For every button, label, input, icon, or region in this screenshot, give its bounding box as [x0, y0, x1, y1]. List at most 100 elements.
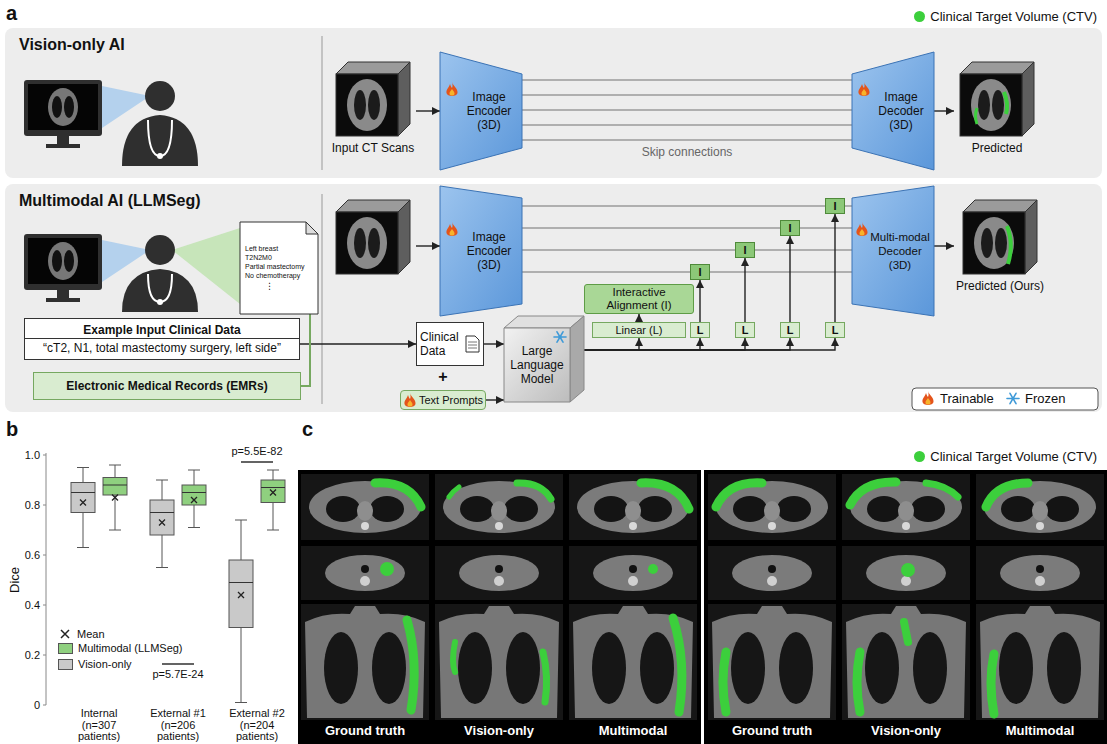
- connector: [300, 343, 416, 344]
- box-plot: [159, 520, 165, 526]
- figure-label: 0.4: [25, 599, 40, 611]
- ct-slices: [577, 481, 689, 533]
- clinician-icon: [148, 120, 172, 156]
- image-decoder: Image Decoder (3D): [852, 52, 934, 170]
- clinician-icon: [24, 80, 102, 136]
- text-area: Interactive Alignment (I): [591, 285, 687, 313]
- ct-volume-cube: [960, 74, 1022, 136]
- text-area: Linear (L): [593, 323, 685, 337]
- ct-slices: [435, 546, 563, 600]
- linear-layer: L: [825, 322, 845, 338]
- ct-slices: [372, 632, 406, 704]
- box-plot: [71, 492, 95, 493]
- text-area: Large Language Model: [506, 328, 568, 402]
- trainable-icon: [922, 391, 933, 405]
- ct-volume-cube: [981, 228, 993, 258]
- ct-slices: [901, 576, 911, 586]
- panel-background: [5, 184, 1102, 412]
- ct-slices: [325, 555, 405, 591]
- ct-slices: [1045, 496, 1079, 522]
- ct-slices: [764, 501, 780, 521]
- frozen-icon: [554, 336, 566, 338]
- text-area: Multi-modal Decoder (3D): [869, 186, 931, 316]
- ct-slices: [976, 474, 1104, 540]
- ct-volume-cube: [368, 90, 380, 120]
- ct-slices: [460, 496, 494, 522]
- clinician-icon: [57, 290, 69, 298]
- connector: [522, 249, 852, 251]
- connector: [522, 94, 852, 96]
- figure-label: 0.6: [25, 549, 40, 561]
- ct-slices: [301, 474, 429, 540]
- connector: [522, 205, 852, 207]
- ct-slices: [768, 522, 776, 530]
- connector: [584, 338, 745, 350]
- block-text: Large Language Model: [506, 344, 568, 386]
- document-icon: [466, 336, 479, 352]
- ct-slices: [324, 632, 358, 704]
- clinician-icon: [157, 299, 163, 305]
- ct-volume-cube: [1004, 92, 1007, 114]
- ct-slices: [716, 481, 828, 533]
- ct-slices: [708, 546, 836, 600]
- box-plot: [267, 470, 279, 471]
- ct-slices: [648, 564, 658, 574]
- ct-slices: [857, 652, 860, 712]
- ct-slices: [629, 565, 637, 573]
- block-text: L: [697, 323, 704, 337]
- trainable-icon: [922, 391, 933, 405]
- ct-slices: [439, 606, 559, 718]
- box-plot: [261, 487, 285, 488]
- connector: [789, 236, 790, 322]
- box-plot: [261, 470, 285, 530]
- ct-slices: [309, 481, 421, 533]
- connector: [699, 280, 700, 322]
- figure-label: Multimodal: [599, 723, 668, 738]
- text-area: L: [826, 323, 844, 337]
- ct-slices: [458, 632, 492, 704]
- box-plot: [182, 492, 206, 493]
- ct-slices: [976, 546, 1104, 600]
- clinician-icon: [52, 96, 62, 118]
- ct-slices: [708, 474, 836, 720]
- legend-swatch: [914, 451, 925, 462]
- image-panel: [298, 470, 1107, 744]
- figure-label: Ground truth: [325, 723, 405, 738]
- box-plot: [43, 705, 46, 706]
- ct-slices: [1000, 555, 1080, 591]
- medical-record-icon: Left breastT2N2M0Partial mastectomyNo ch…: [240, 222, 318, 314]
- llm-block-shape: [570, 316, 584, 402]
- ct-volume-cube: [336, 62, 410, 74]
- ct-volume-cube: [963, 200, 1037, 212]
- legend-text: Multimodal (LLMSeg): [78, 642, 183, 654]
- ct-slices: [439, 606, 559, 718]
- clinician-icon: [48, 88, 78, 126]
- legend-item: Vision-only: [58, 658, 132, 670]
- ct-slices: [904, 622, 908, 642]
- ct-slices: [777, 496, 811, 522]
- box-plot: [238, 592, 244, 598]
- box-plot: [43, 655, 46, 656]
- ct-slices: [357, 501, 373, 521]
- box-plot: [46, 453, 47, 705]
- block-text: Interactive Alignment (I): [591, 286, 687, 312]
- ct-volume-cube: [398, 200, 410, 274]
- ct-slices: [592, 632, 626, 704]
- ct-slices: [305, 606, 425, 718]
- ct-slices: [716, 483, 762, 507]
- text-area: I: [736, 243, 754, 257]
- connector: [522, 109, 852, 111]
- box-plot: [71, 468, 95, 548]
- text-area: Input CT Scans: [330, 138, 416, 158]
- ct-volume-cube: [1022, 62, 1034, 136]
- ct-slices: [999, 632, 1033, 704]
- box-plot: [43, 453, 285, 705]
- trainable-icon: [404, 393, 415, 407]
- block-text: L: [787, 323, 794, 337]
- ct-slices: [902, 522, 910, 530]
- ct-volume-cube: [960, 62, 1034, 136]
- box-plot: [229, 582, 253, 583]
- ct-slices: [913, 632, 947, 704]
- document-icon: [468, 342, 477, 343]
- ct-slices: [866, 555, 946, 591]
